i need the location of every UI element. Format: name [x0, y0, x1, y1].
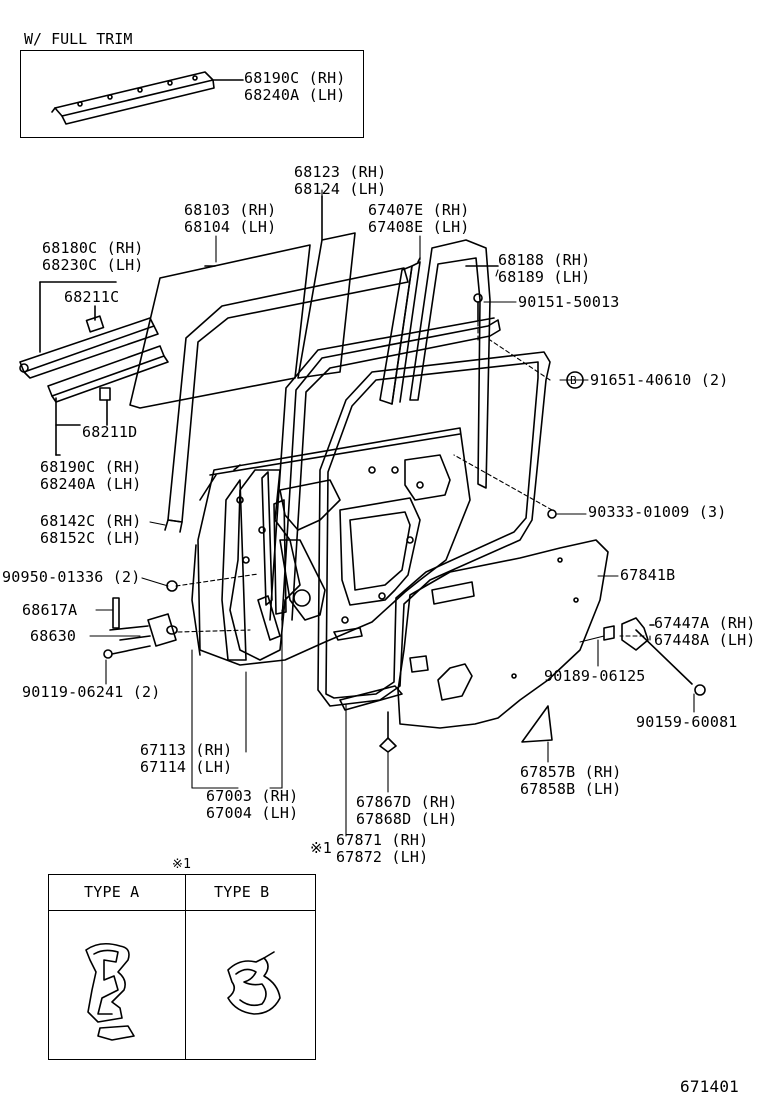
- label-90151: 90151-50013: [518, 293, 620, 311]
- label-90119: 90119-06241 (2): [22, 683, 161, 701]
- label-90333: 90333-01009 (3): [588, 503, 727, 521]
- fasteners: [166, 293, 557, 592]
- door-check: [103, 597, 178, 659]
- inset-title: W/ FULL TRIM: [24, 30, 133, 48]
- label-67857b: 67857B (RH): [520, 763, 622, 781]
- label-68142c: 68142C (RH): [40, 512, 142, 530]
- type-table: [48, 874, 316, 1060]
- label-67841b: 67841B: [620, 566, 676, 584]
- label-67872: 67872 (LH): [336, 848, 429, 866]
- fixed-glass: [297, 195, 356, 379]
- label-91651: 91651-40610 (2): [590, 371, 729, 389]
- label-68211c: 68211C: [64, 288, 120, 306]
- label-68180c: 68180C (RH): [42, 239, 144, 257]
- label-67113: 67113 (RH): [140, 741, 233, 759]
- door-weatherstrip: [317, 351, 551, 707]
- label-67448a: 67448A (LH): [654, 631, 756, 649]
- label-67447a: 67447A (RH): [654, 614, 756, 632]
- note-mark: ※1: [310, 839, 332, 857]
- inset-box: [20, 50, 364, 138]
- label-67114: 67114 (LH): [140, 758, 233, 776]
- label-90159: 90159-60081: [636, 713, 738, 731]
- dashed-leaders: [175, 321, 645, 637]
- label-67871: 67871 (RH): [336, 831, 429, 849]
- type-table-header-rule: [49, 910, 315, 911]
- type-table-divider: [185, 875, 186, 1059]
- callout-b: B: [570, 374, 577, 387]
- label-90189: 90189-06125: [544, 667, 646, 685]
- label-67858b: 67858B (LH): [520, 780, 622, 798]
- inset-part-rh: 68190C (RH): [244, 69, 346, 87]
- weatherstrip-clip: [379, 711, 397, 753]
- type-table-note: ※1: [172, 857, 192, 872]
- corner-cover: [521, 705, 553, 743]
- run-channel: [164, 267, 409, 533]
- type-a-header: TYPE A: [84, 883, 140, 901]
- division-bar: [379, 257, 421, 405]
- label-67407e: 67407E (RH): [368, 201, 470, 219]
- rear-weatherstrip: [409, 239, 499, 489]
- label-68188: 68188 (RH): [498, 251, 591, 269]
- label-68103: 68103 (RH): [184, 201, 277, 219]
- figure-id: 671401: [680, 1077, 739, 1096]
- label-68230c: 68230C (LH): [42, 256, 144, 274]
- label-67867d: 67867D (RH): [356, 793, 458, 811]
- type-b-profile: [227, 951, 281, 1015]
- label-68190c: 68190C (RH): [40, 458, 142, 476]
- label-67868d: 67868D (LH): [356, 810, 458, 828]
- label-68189: 68189 (LH): [498, 268, 591, 286]
- callout-b-circle: [566, 371, 584, 389]
- inset-trim-strip: [51, 71, 244, 125]
- type-b-header: TYPE B: [214, 883, 270, 901]
- label-67408e: 67408E (LH): [368, 218, 470, 236]
- leader-lines: [89, 189, 695, 837]
- door-glass: [129, 244, 311, 409]
- label-68104: 68104 (LH): [184, 218, 277, 236]
- label-68617a: 68617A: [22, 601, 78, 619]
- inset-part-lh: 68240A (LH): [244, 86, 346, 104]
- door-frame: [269, 317, 501, 621]
- label-68152c: 68152C (LH): [40, 529, 142, 547]
- label-68124: 68124 (LH): [294, 180, 387, 198]
- label-68123: 68123 (RH): [294, 163, 387, 181]
- label-68211d: 68211D: [82, 423, 138, 441]
- door-hinge-edge: [221, 471, 287, 661]
- label-68240a: 68240A (LH): [40, 475, 142, 493]
- label-90950: 90950-01336 (2): [2, 568, 141, 586]
- type-a-profile: [85, 942, 135, 1041]
- label-68630: 68630: [30, 627, 77, 645]
- label-67004: 67004 (LH): [206, 804, 299, 822]
- trim-board: [397, 539, 609, 729]
- label-67003: 67003 (RH): [206, 787, 299, 805]
- belt-moulding: [19, 281, 169, 456]
- lower-weatherstrip: [339, 685, 403, 711]
